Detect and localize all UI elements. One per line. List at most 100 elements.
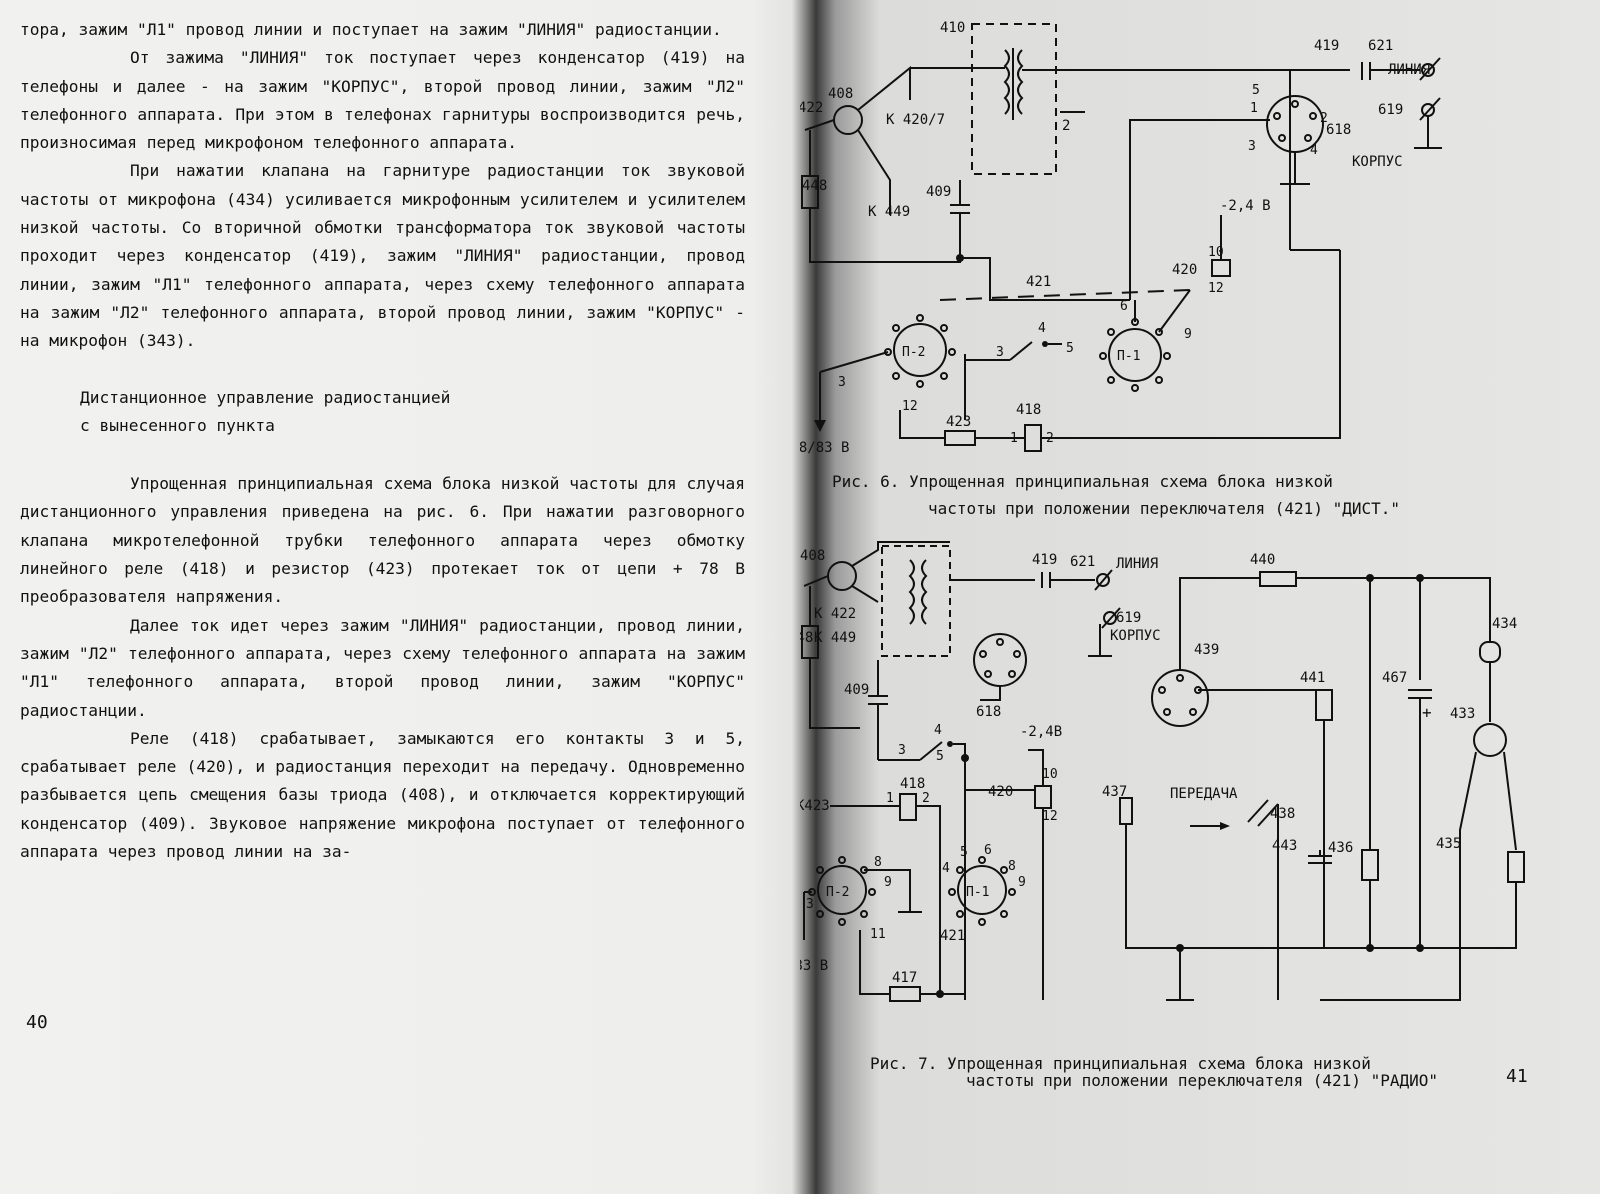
label-6: 6 xyxy=(984,843,992,858)
label-p2: П-2 xyxy=(826,885,849,900)
label-3: 3 xyxy=(996,345,1004,360)
label-2: 2 xyxy=(1062,118,1070,134)
label-korpus: КОРПУС xyxy=(1352,154,1403,170)
label-619: 619 xyxy=(1116,610,1141,626)
label-peredacha: ПЕРЕДАЧА xyxy=(1170,786,1238,802)
pin-label: 1 xyxy=(1250,101,1258,116)
label-k423: К423 xyxy=(800,798,830,814)
label-421: 421 xyxy=(940,928,965,944)
label-liniya: ЛИНИЯ xyxy=(1388,62,1430,78)
label-12: 12 xyxy=(1208,281,1224,296)
label-p1: П-1 xyxy=(966,885,989,900)
pin-label: 2 xyxy=(1320,111,1328,126)
label-419: 419 xyxy=(1032,552,1057,568)
switch-p2 xyxy=(817,865,867,915)
label-11: 11 xyxy=(870,927,886,942)
section-heading-line1: Дистанционное управление радиостанцией xyxy=(80,387,451,407)
switch-p2 xyxy=(893,323,947,377)
label-618: 618 xyxy=(1326,122,1351,138)
label-423: 423 xyxy=(946,414,971,430)
label-6: 6 xyxy=(1120,299,1128,314)
label-p2: П-2 xyxy=(902,345,925,360)
label-409: 409 xyxy=(926,184,951,200)
label-8: 8 xyxy=(874,855,882,870)
label-2: 2 xyxy=(922,791,930,806)
page-number-right: 41 xyxy=(1506,1066,1528,1087)
label-4: 4 xyxy=(1038,321,1046,336)
label-417: 417 xyxy=(892,970,917,986)
label-10: 10 xyxy=(1042,767,1058,782)
paragraph: Реле (418) срабатывает, замыкаются его к… xyxy=(20,728,745,862)
page-number-left: 40 xyxy=(26,1012,48,1033)
left-page-text: тора, зажим "Л1" провод линии и поступае… xyxy=(20,16,745,866)
label-10: 10 xyxy=(1208,245,1224,260)
label-3: 3 xyxy=(838,375,846,390)
label-8: 8 xyxy=(1008,859,1016,874)
figure-6-caption-line1: Рис. 6. Упрощенная принципиальная схема … xyxy=(832,472,1333,491)
label-2: 2 xyxy=(1046,431,1054,446)
label-436: 436 xyxy=(1328,840,1353,856)
right-page: 410 408 422 К 420/7 448 409 К 449 2 419 … xyxy=(800,0,1600,1194)
paragraph: При нажатии клапана на гарнитуре радиост… xyxy=(20,161,745,351)
paragraph: Упрощенная принципиальная схема блока ни… xyxy=(20,474,745,607)
label-liniya: ЛИНИЯ xyxy=(1116,556,1158,572)
label-619: 619 xyxy=(1378,102,1403,118)
label-421: 421 xyxy=(1026,274,1051,290)
label-k420: К 420/7 xyxy=(886,112,945,128)
label-12: 12 xyxy=(902,399,918,414)
paragraph: От зажима "ЛИНИЯ" ток поступает через ко… xyxy=(20,48,745,153)
label-441: 441 xyxy=(1300,670,1325,686)
label-k422: К 422 xyxy=(814,606,856,622)
label-434: 434 xyxy=(1492,616,1517,632)
label-409: 409 xyxy=(844,682,869,698)
connector-439 xyxy=(1151,669,1209,727)
label-4: 4 xyxy=(934,723,942,738)
label-439: 439 xyxy=(1194,642,1219,658)
label-422: 422 xyxy=(800,100,823,116)
transformer-410-box xyxy=(971,23,1057,175)
figure-6-caption-line2: частоты при положении переключателя (421… xyxy=(928,499,1401,518)
label-420: 420 xyxy=(1172,262,1197,278)
figure-7-caption-line2: частоты при положении переключателя (421… xyxy=(966,1071,1439,1090)
left-page: тора, зажим "Л1" провод линии и поступае… xyxy=(20,16,745,1033)
label-420: 420 xyxy=(988,784,1013,800)
figure-7-schematic: 408 410 419 621 ЛИНИЯ 440 К 422 К 449 44… xyxy=(800,530,1525,1002)
label-k449: К 449 xyxy=(814,630,856,646)
label-korpus: КОРПУС xyxy=(1110,628,1161,644)
label-410: 410 xyxy=(940,20,965,36)
label-1: 1 xyxy=(1010,431,1018,446)
switch-p1 xyxy=(957,865,1007,915)
label-435: 435 xyxy=(1436,836,1461,852)
label-618: 618 xyxy=(976,704,1001,720)
transformer-primary-coil xyxy=(1003,49,1010,115)
label-plus: + xyxy=(1422,703,1432,722)
pin-label: 4 xyxy=(1310,143,1318,158)
label-minus-2-4v: -2,4 В xyxy=(1220,198,1271,214)
transformer-secondary-coil xyxy=(1017,49,1024,115)
label-3: 3 xyxy=(806,897,814,912)
label-440: 440 xyxy=(1250,552,1275,568)
paragraph: Далее ток идет через зажим "ЛИНИЯ" радио… xyxy=(20,615,745,720)
label-3: 3 xyxy=(898,743,906,758)
label-p1: П-1 xyxy=(1117,349,1140,364)
label-419: 419 xyxy=(1314,38,1339,54)
label-433: 433 xyxy=(1450,706,1475,722)
label-408: 408 xyxy=(828,86,853,102)
figure-6-schematic: 410 408 422 К 420/7 448 409 К 449 2 419 … xyxy=(800,20,1442,456)
label-448: 448 xyxy=(802,178,827,194)
label-1: 1 xyxy=(886,791,894,806)
label-418: 418 xyxy=(900,776,925,792)
label-5: 5 xyxy=(936,749,944,764)
label-supply-78-83v: +78/83 В xyxy=(800,440,849,456)
label-k449: К 449 xyxy=(868,204,910,220)
label-437: 437 xyxy=(1102,784,1127,800)
pin-label: 3 xyxy=(1248,139,1256,154)
label-418: 418 xyxy=(1016,402,1041,418)
label-408: 408 xyxy=(800,548,825,564)
label-5: 5 xyxy=(960,845,968,860)
label-443: 443 xyxy=(1272,838,1297,854)
label-9: 9 xyxy=(1018,875,1026,890)
label-621: 621 xyxy=(1070,554,1095,570)
label-438: 438 xyxy=(1270,806,1295,822)
